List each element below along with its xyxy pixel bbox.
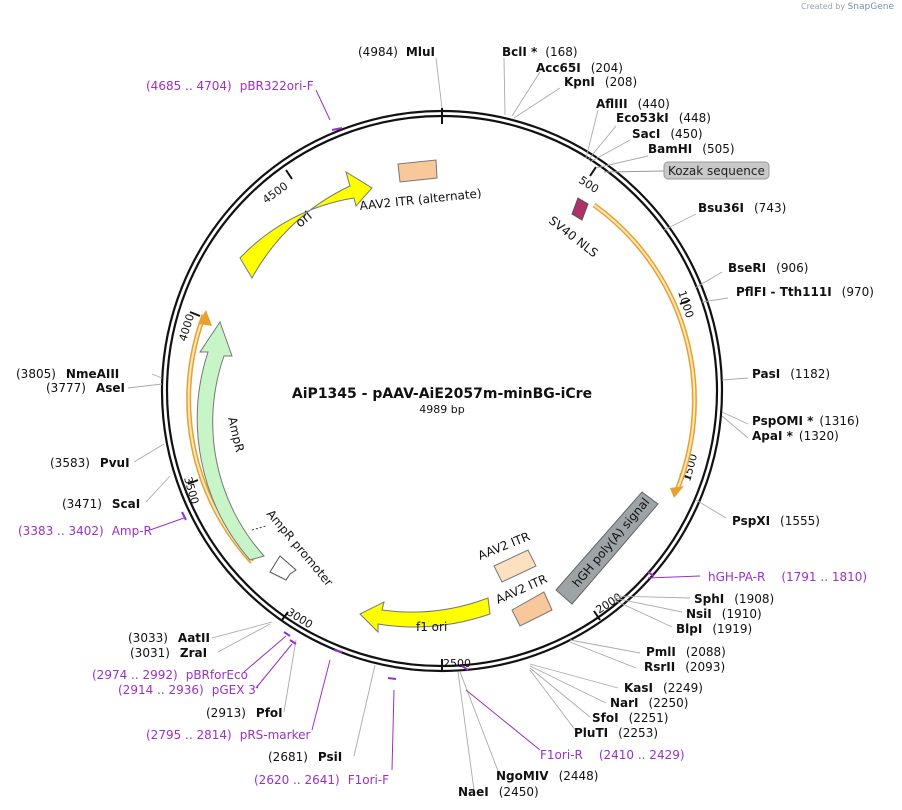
f1ori-feature: f1 ori	[359, 597, 491, 634]
site-ZraI: (3031)ZraI	[130, 646, 207, 660]
primer-F1ori-F: (2620 .. 2641)F1ori-F	[254, 773, 389, 787]
tick-label-4500: 4500	[260, 179, 290, 206]
site-Eco53kI: Eco53kI(448)	[616, 111, 711, 125]
site-Bsu36I: Bsu36I(743)	[698, 201, 786, 215]
site-SacI: SacI(450)	[632, 127, 703, 141]
aav-itr-alt-label: AAV2 ITR (alternate)	[359, 186, 482, 213]
credit-brand: SnapGene	[847, 2, 894, 12]
kozak-feature: Kozak sequence	[603, 161, 770, 180]
site-Acc65I: Acc65I(204)	[536, 61, 623, 75]
primer-labels: (4685 .. 4704)pBR322ori-F hGH-PA-R(1791 …	[18, 79, 867, 787]
site-PfoI: (2913)PfoI	[206, 706, 283, 720]
site-KpnI: KpnI(208)	[564, 75, 637, 89]
site-PasI: PasI(1182)	[752, 367, 830, 381]
site-NmeAIII: (3805)NmeAIII	[16, 367, 119, 381]
site-NgoMIV: NgoMIV(2448)	[496, 769, 598, 783]
site-ScaI: (3471)ScaI	[62, 497, 140, 511]
primer-Amp-R: (3383 .. 3402)Amp-R	[18, 524, 152, 538]
credit-prefix: Created by	[801, 2, 846, 11]
primer-pRS-marker: (2795 .. 2814)pRS-marker	[146, 728, 310, 742]
ampr-feature: AmpR	[196, 320, 267, 561]
site-SfoI: SfoI(2251)	[592, 711, 668, 725]
primer-pBR322ori-F: (4685 .. 4704)pBR322ori-F	[146, 79, 314, 93]
primer-pGEX3: (2914 .. 2936)pGEX 3'	[118, 683, 259, 697]
site-KasI: KasI(2249)	[624, 681, 703, 695]
site-PspXI: PspXI(1555)	[732, 514, 820, 528]
icre-feature	[592, 202, 697, 491]
kozak-label: Kozak sequence	[668, 164, 765, 178]
site-NaeI: NaeI(2450)	[458, 785, 539, 799]
site-BlpI: BlpI(1919)	[676, 622, 752, 636]
restriction-site-labels: (4984)MluI BclI *(168) Acc65I(204) KpnI(…	[16, 45, 874, 799]
site-MluI: (4984)MluI	[358, 45, 435, 59]
primer-pBRforEco: (2974 .. 2992)pBRforEco	[92, 668, 248, 682]
site-BseRI: BseRI(906)	[728, 261, 808, 275]
ampr-promoter-label: AmpR promoter	[264, 507, 336, 589]
site-ApaI: ApaI *(1320)	[752, 429, 839, 443]
site-PluTI: PluTI(2253)	[574, 726, 658, 740]
site-PflFI-Tth111I: PflFI - Tth111I(970)	[736, 285, 874, 299]
tick-marks	[187, 166, 691, 670]
ori-label: ori	[293, 209, 316, 231]
ampr-cds-arrowhead	[198, 310, 212, 326]
site-AseI: (3777)AseI	[46, 381, 125, 395]
f1ori-label: f1 ori	[416, 620, 447, 634]
plasmid-size: 4989 bp	[419, 403, 464, 416]
site-SphI: SphI(1908)	[694, 592, 774, 606]
site-RsrII: RsrII(2093)	[644, 660, 725, 674]
sv40-nls-label: SV40 NLS	[546, 213, 600, 260]
aav-itr-alt-feature: AAV2 ITR (alternate)	[359, 159, 482, 213]
icre-arrowhead	[670, 486, 684, 498]
primer-marks	[181, 127, 655, 680]
sv40-nls-feature: SV40 NLS	[546, 197, 601, 260]
site-PspOMI: PspOMI *(1316)	[752, 414, 859, 428]
site-AatII: (3033)AatII	[128, 631, 210, 645]
tick-label-500: 500	[576, 174, 601, 196]
plasmid-name: AiP1345 - pAAV-AiE2057m-minBG-iCre	[292, 386, 592, 402]
ampr-promoter-feature: AmpR promoter	[264, 507, 336, 589]
site-BamHI: BamHI(505)	[648, 142, 735, 156]
site-PvuI: (3583)PvuI	[50, 456, 130, 470]
ori-feature: ori	[239, 170, 373, 280]
site-leader-lines	[127, 57, 749, 791]
snapgene-credit: Created by SnapGene	[801, 2, 894, 12]
ampr-label: AmpR	[225, 416, 247, 454]
primer-F1ori-R: F1ori-R(2410 .. 2429)	[540, 748, 685, 762]
tick-label-2000: 2000	[594, 590, 625, 616]
primer-leader-lines	[149, 89, 701, 771]
site-BclI: BclI *(168)	[502, 45, 578, 59]
primer-hGH-PA-R: hGH-PA-R(1791 .. 1810)	[708, 570, 867, 584]
site-PmlI: PmlI(2088)	[646, 645, 726, 659]
site-NarI: NarI(2250)	[610, 696, 688, 710]
hgh-polya-label: hGH poly(A) signal	[570, 495, 653, 590]
aav-itr-1-feature: AAV2 ITR	[476, 529, 537, 583]
site-AflIII: AflIII(440)	[596, 97, 670, 111]
site-NsiI: NsiI(1910)	[686, 607, 762, 621]
site-PsiI: (2681)PsiI	[268, 750, 342, 764]
